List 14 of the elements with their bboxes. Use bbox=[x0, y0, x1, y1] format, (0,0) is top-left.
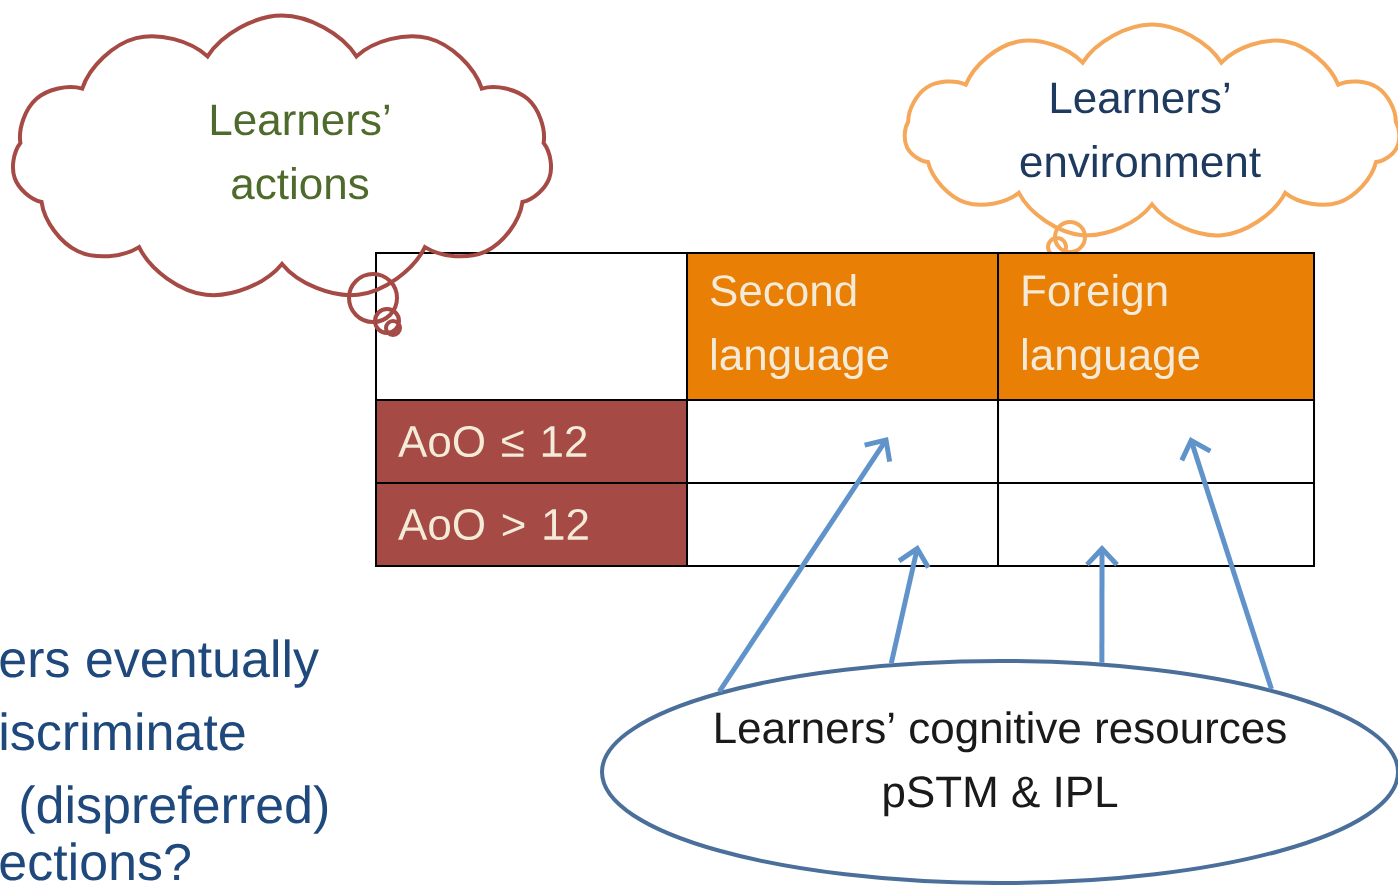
arrow bbox=[1085, 545, 1119, 663]
arrow bbox=[1179, 437, 1274, 690]
arrow bbox=[717, 437, 893, 693]
question-line: iscriminate bbox=[1, 712, 245, 751]
thought-cloud: Learners’ environment bbox=[902, 22, 1398, 238]
question-line: (dispreferred) bbox=[21, 785, 328, 834]
thought-cloud: Learners’ actions bbox=[11, 13, 553, 298]
header-cell: Foreign language bbox=[997, 252, 1315, 401]
row-header-cell: AoO ≤ 12 bbox=[375, 399, 688, 484]
row-header-cell: AoO > 12 bbox=[375, 482, 688, 567]
header-cell: Second language bbox=[686, 252, 999, 401]
question-line: ections? bbox=[0, 842, 190, 881]
arrow bbox=[888, 545, 931, 664]
question-line: ers eventually bbox=[0, 639, 319, 688]
